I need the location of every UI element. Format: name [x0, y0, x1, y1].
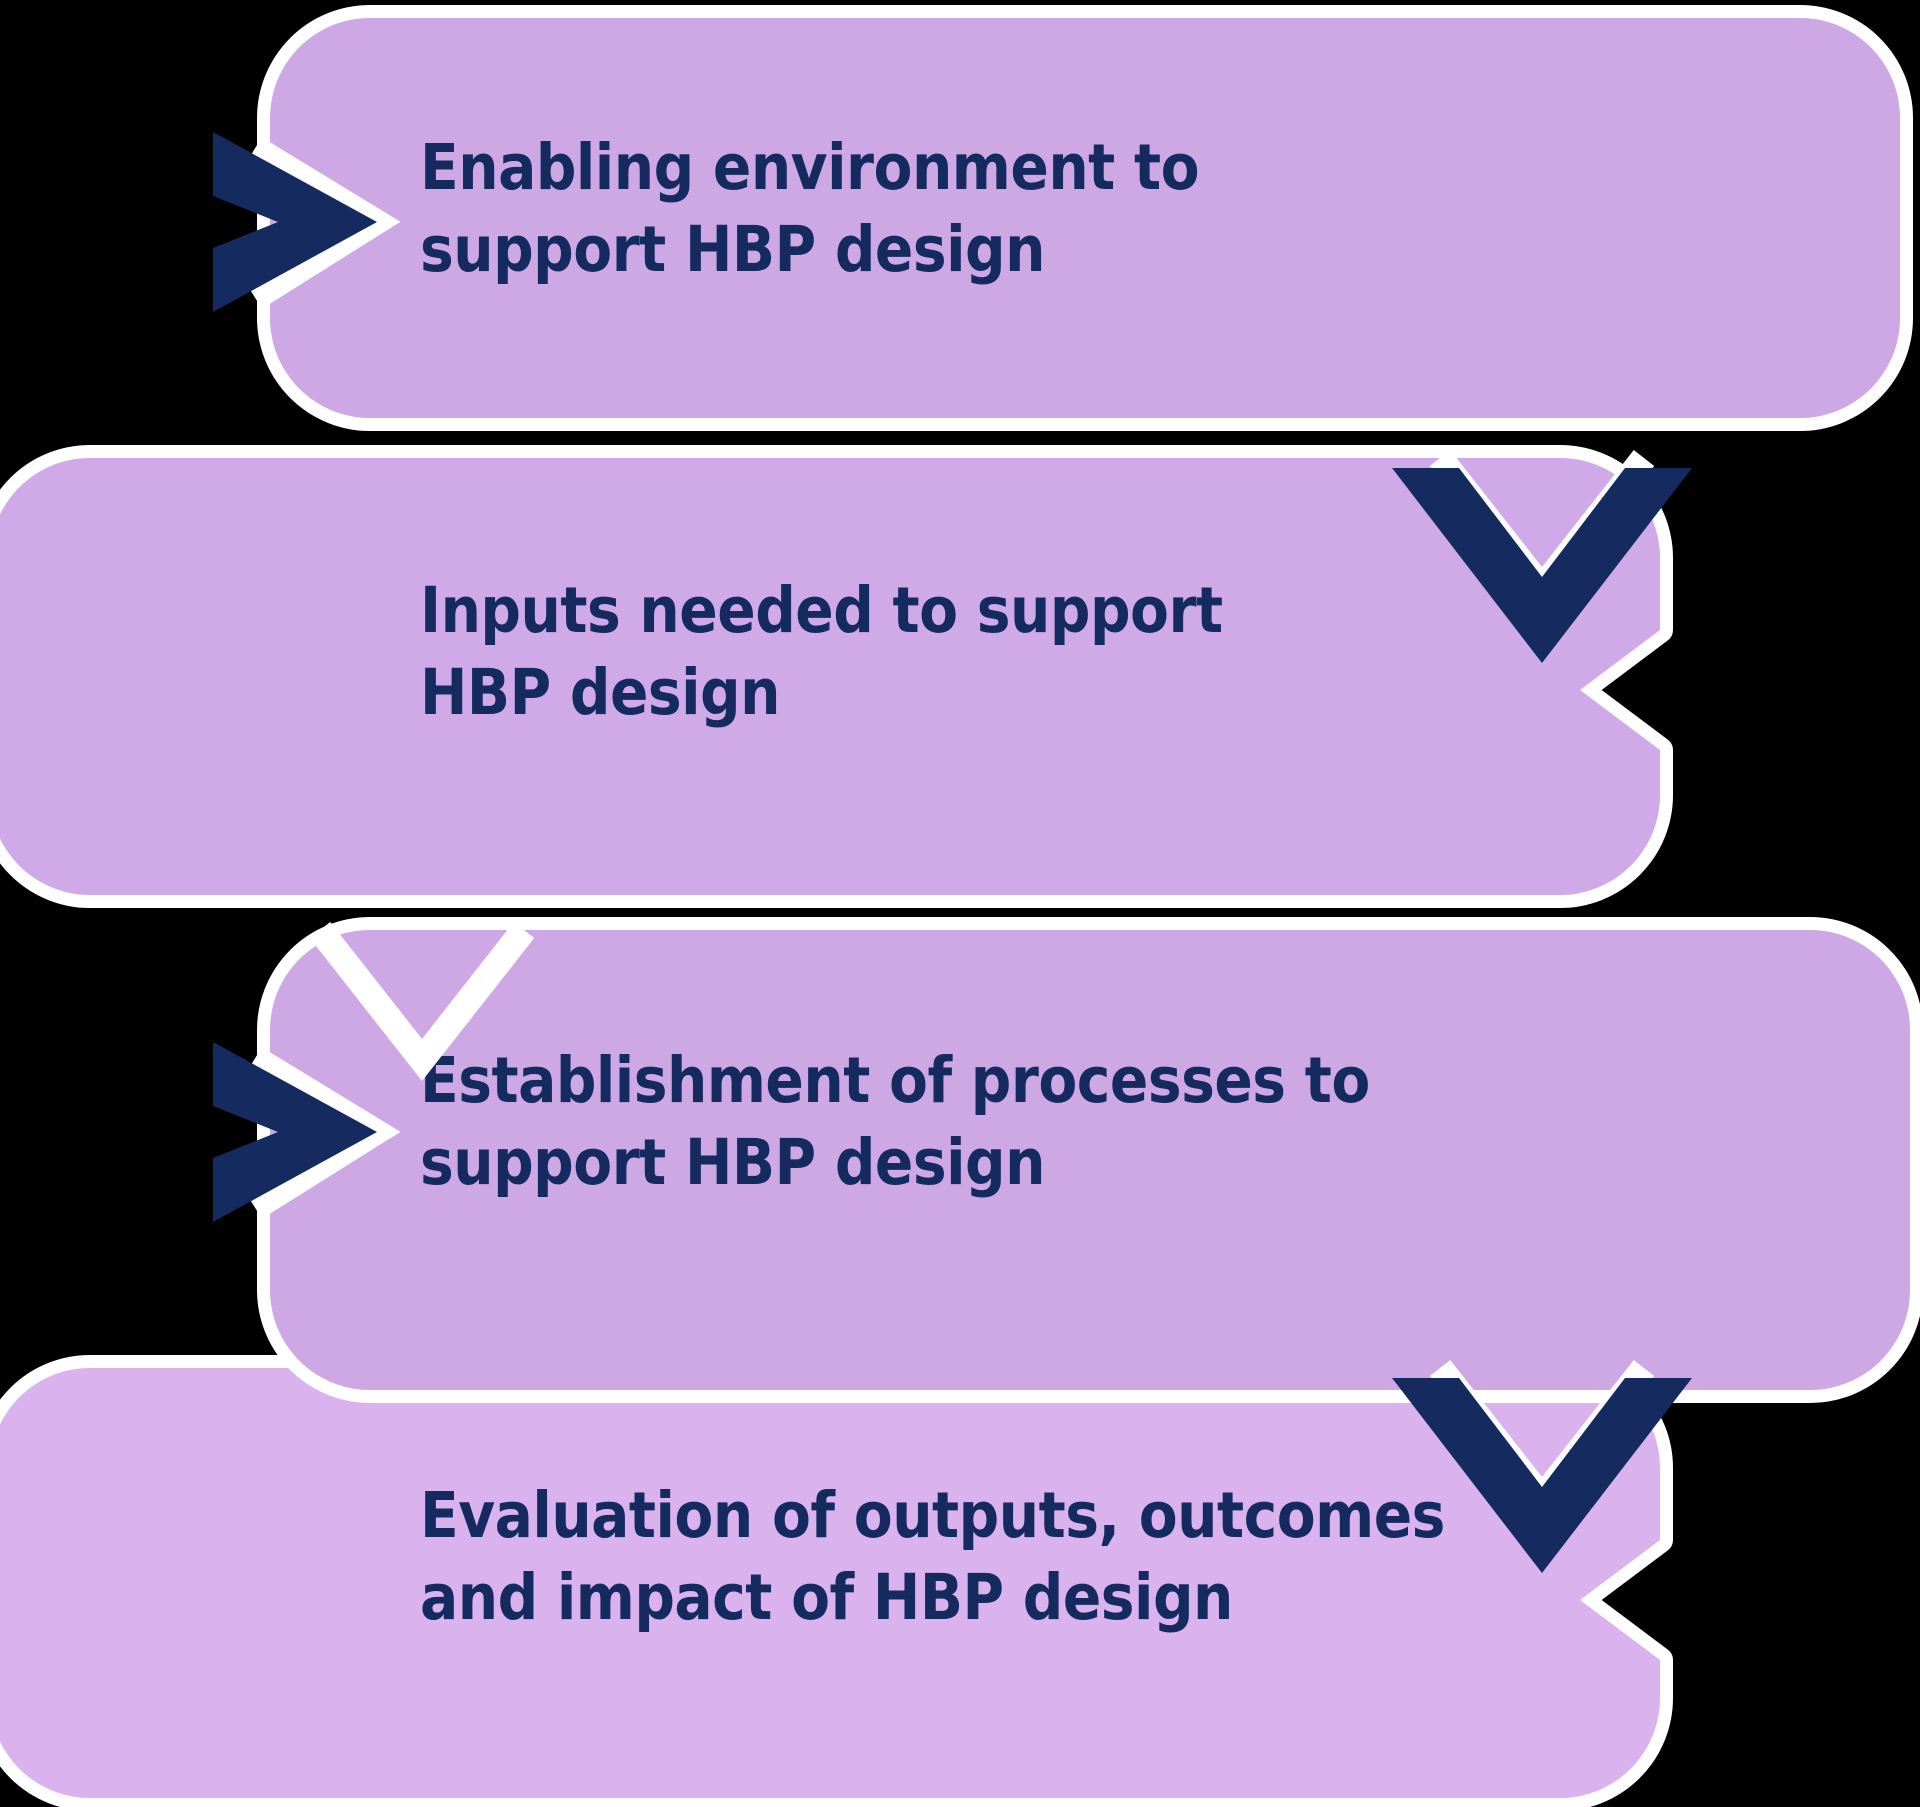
- process-step-1[interactable]: Enabling environment to support HBP desi…: [257, 5, 1913, 431]
- step-4-label: Evaluation of outputs, outcomes and impa…: [420, 1462, 1464, 1634]
- step-3-body: [270, 930, 1910, 1390]
- process-step-4[interactable]: Evaluation of outputs, outcomes and impa…: [0, 1355, 1673, 1807]
- connector-1-2-down-chevron-icon: [1392, 468, 1692, 663]
- step-3-label: Establishment of processes to support HB…: [420, 1027, 1389, 1199]
- step-1-right-chevron-group: [213, 132, 401, 312]
- connector-2-to-3: [309, 921, 535, 1082]
- process-step-2[interactable]: Inputs needed to support HBP design: [0, 445, 1673, 908]
- connector-1-to-2: [1392, 449, 1692, 663]
- step-3-right-chevron-group: [213, 1042, 401, 1222]
- step-3-line-1: Establishment of processes to: [420, 1044, 1370, 1117]
- step-4-line-1: Evaluation of outputs, outcomes: [420, 1479, 1445, 1552]
- step-1-line-2: support HBP design: [420, 213, 1045, 286]
- step-2-body: [0, 458, 1660, 895]
- connector-2-3-notch-v-icon: [309, 921, 535, 1082]
- step-1-body: [270, 18, 1900, 418]
- step-2-line-1: Inputs needed to support: [420, 574, 1223, 647]
- connector-3-to-4: [1392, 1359, 1692, 1573]
- connector-3-4-down-chevron-icon: [1392, 1378, 1692, 1573]
- step-2-line-2: HBP design: [420, 656, 780, 729]
- step-4-body: [0, 1368, 1660, 1798]
- step-4-line-2: and impact of HBP design: [420, 1561, 1233, 1634]
- step-1-line-1: Enabling environment to: [420, 131, 1199, 204]
- step-1-label: Enabling environment to support HBP desi…: [420, 114, 1218, 286]
- step-3-line-2: support HBP design: [420, 1126, 1045, 1199]
- process-step-3[interactable]: Establishment of processes to support HB…: [257, 917, 1920, 1403]
- step-3-right-chevron-icon: [213, 1042, 377, 1222]
- step-2-label: Inputs needed to support HBP design: [420, 557, 1242, 729]
- step-1-right-chevron-icon: [213, 132, 377, 312]
